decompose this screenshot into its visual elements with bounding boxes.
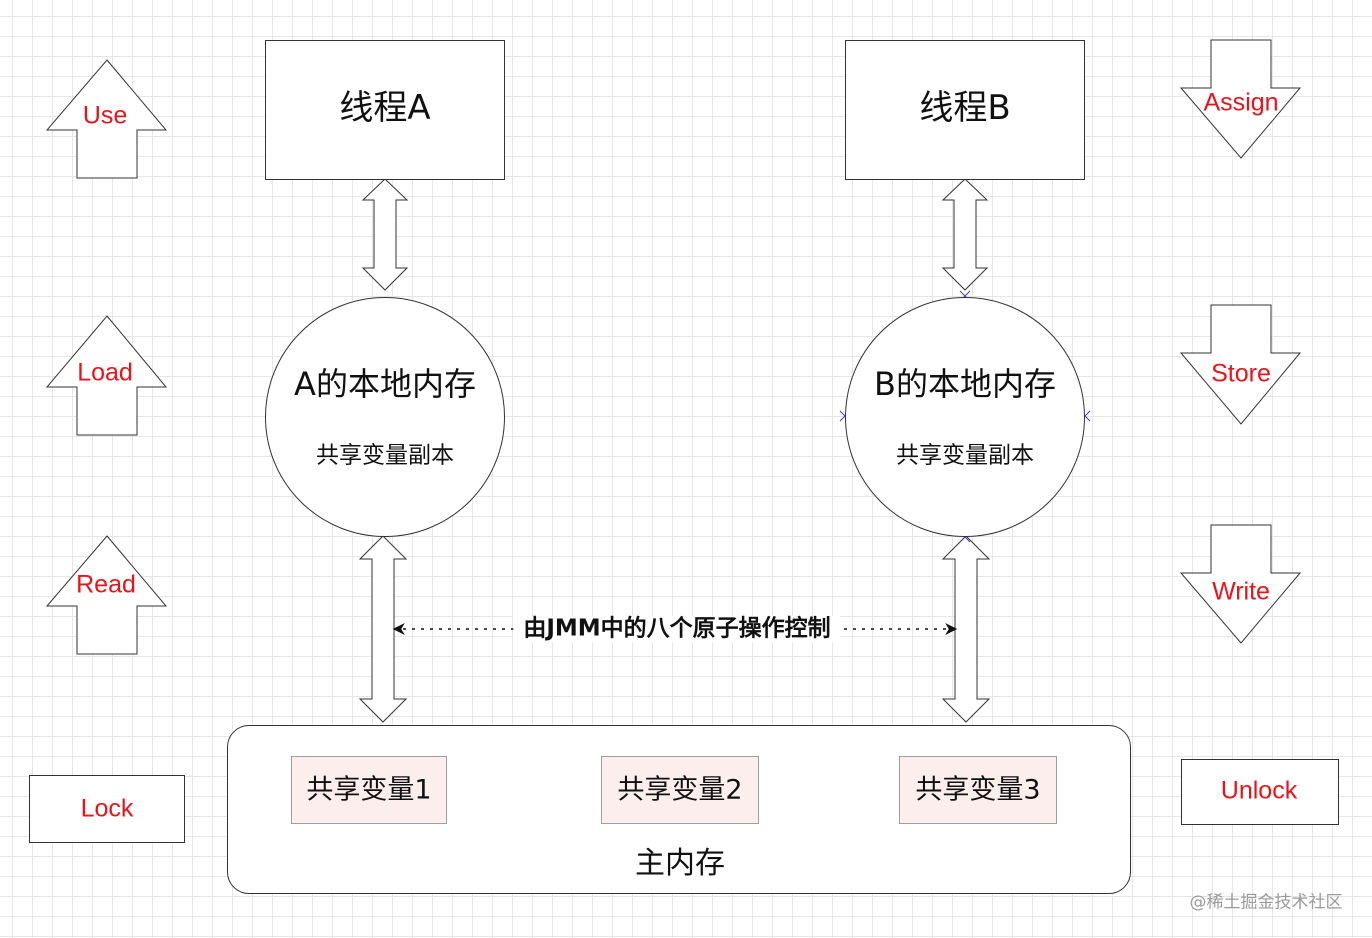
local-a-main-memory-double-arrow xyxy=(358,535,408,723)
main-memory-title: 主内存 xyxy=(635,846,725,881)
local-memory-a-circle xyxy=(265,297,505,537)
op-read-label: Read xyxy=(76,570,136,599)
thread-b-title: 线程B xyxy=(919,88,1011,128)
read-up-arrow xyxy=(45,535,168,655)
shared-variable-2-label: 共享变量2 xyxy=(617,774,743,806)
watermark: @稀土掘金技术社区 xyxy=(1189,892,1343,913)
jmm-control-label: 由JMM中的八个原子操作控制 xyxy=(513,615,841,643)
op-lock-box xyxy=(29,775,185,843)
op-write-label: Write xyxy=(1212,577,1270,606)
op-use-label: Use xyxy=(82,101,128,130)
use-up-arrow xyxy=(45,59,168,179)
op-unlock-box xyxy=(1181,759,1339,825)
op-unlock-label: Unlock xyxy=(1220,776,1298,805)
thread-a-local-a-double-arrow xyxy=(361,178,409,291)
load-up-arrow xyxy=(45,315,168,436)
op-store-label: Store xyxy=(1211,359,1271,388)
shared-variable-1-label: 共享变量1 xyxy=(306,774,432,806)
local-memory-a-title: A的本地内存 xyxy=(294,365,476,403)
store-down-arrow xyxy=(1179,304,1302,425)
op-assign-label: Assign xyxy=(1203,88,1279,117)
op-lock-label: Lock xyxy=(80,794,134,823)
local-b-main-memory-double-arrow xyxy=(941,535,991,723)
assign-down-arrow xyxy=(1179,39,1302,159)
shared-variable-3-label: 共享变量3 xyxy=(915,774,1041,806)
local-memory-a-subtitle: 共享变量副本 xyxy=(316,442,454,469)
shared-variable-3 xyxy=(899,756,1057,824)
thread-a-title: 线程A xyxy=(339,88,431,128)
local-memory-b-title: B的本地内存 xyxy=(874,365,1056,403)
write-down-arrow xyxy=(1179,524,1302,644)
thread-b-local-b-double-arrow xyxy=(941,178,989,291)
op-load-label: Load xyxy=(77,358,133,387)
thread-b-box xyxy=(845,40,1085,180)
shared-variable-2 xyxy=(601,756,759,824)
local-memory-b-circle xyxy=(845,297,1085,537)
shared-variable-1 xyxy=(291,756,447,824)
thread-a-box xyxy=(265,40,505,180)
local-memory-b-subtitle: 共享变量副本 xyxy=(896,442,1034,469)
